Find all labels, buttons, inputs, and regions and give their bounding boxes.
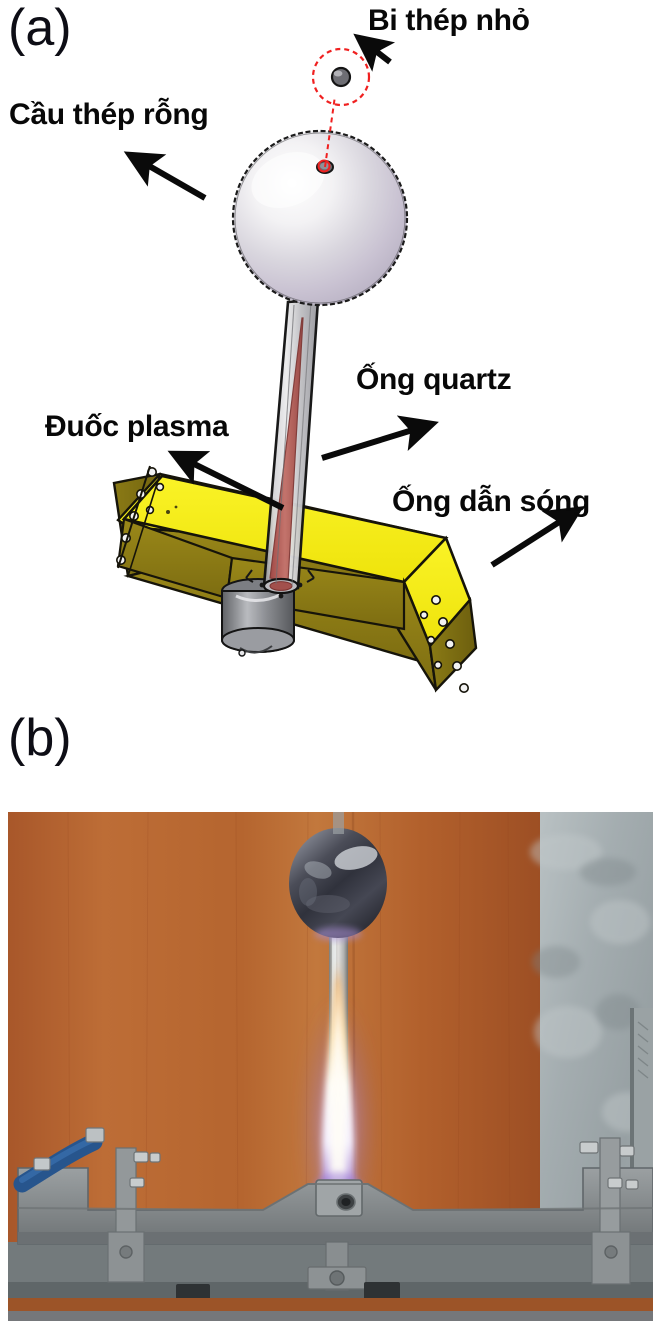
right-bolts [579,1141,639,1190]
label-quartz-tube: Ống quartz [356,363,512,396]
quartz-tube [262,298,320,595]
small-steel-ball-callout [311,47,371,173]
small-steel-ball [330,66,352,88]
label-hollow-steel-sphere: Cầu thép rỗng [9,98,209,131]
coolant-hose [13,1127,105,1193]
arrow-plasma-torch [167,450,285,511]
label-small-steel-ball: Bi thép nhỏ [368,4,530,37]
left-bolts [129,1151,161,1188]
cad-schematic-drawing [112,33,585,693]
waveguide-surface-marks [166,505,178,514]
torch-base-cylinder [221,578,295,657]
arrow-hollow-steel-sphere [123,151,207,201]
arrow-quartz-tube [321,415,439,461]
callout-arrows [123,33,585,568]
panel-b-tag: (b) [8,709,72,767]
frame-foot-right [364,1282,400,1302]
label-plasma-torch: Đuốc plasma [45,410,229,443]
steel-sphere-photo [289,828,387,941]
waveguide-bolts-right [419,594,469,693]
plasma-torch-photograph [8,812,653,1321]
cabinet-vents [637,1021,649,1079]
hollow-steel-sphere [231,129,409,307]
metal-frame [8,1137,653,1321]
gas-flow-marks [245,569,315,599]
panel-a-tag: (a) [8,0,72,57]
panel-a: (a) [8,0,591,693]
arrow-waveguide [490,506,585,568]
label-waveguide: Ống dẫn sóng [392,485,591,518]
wooden-wall [8,812,540,1248]
panel-b: (b) [0,712,660,1321]
arrow-small-steel-ball [353,33,396,72]
